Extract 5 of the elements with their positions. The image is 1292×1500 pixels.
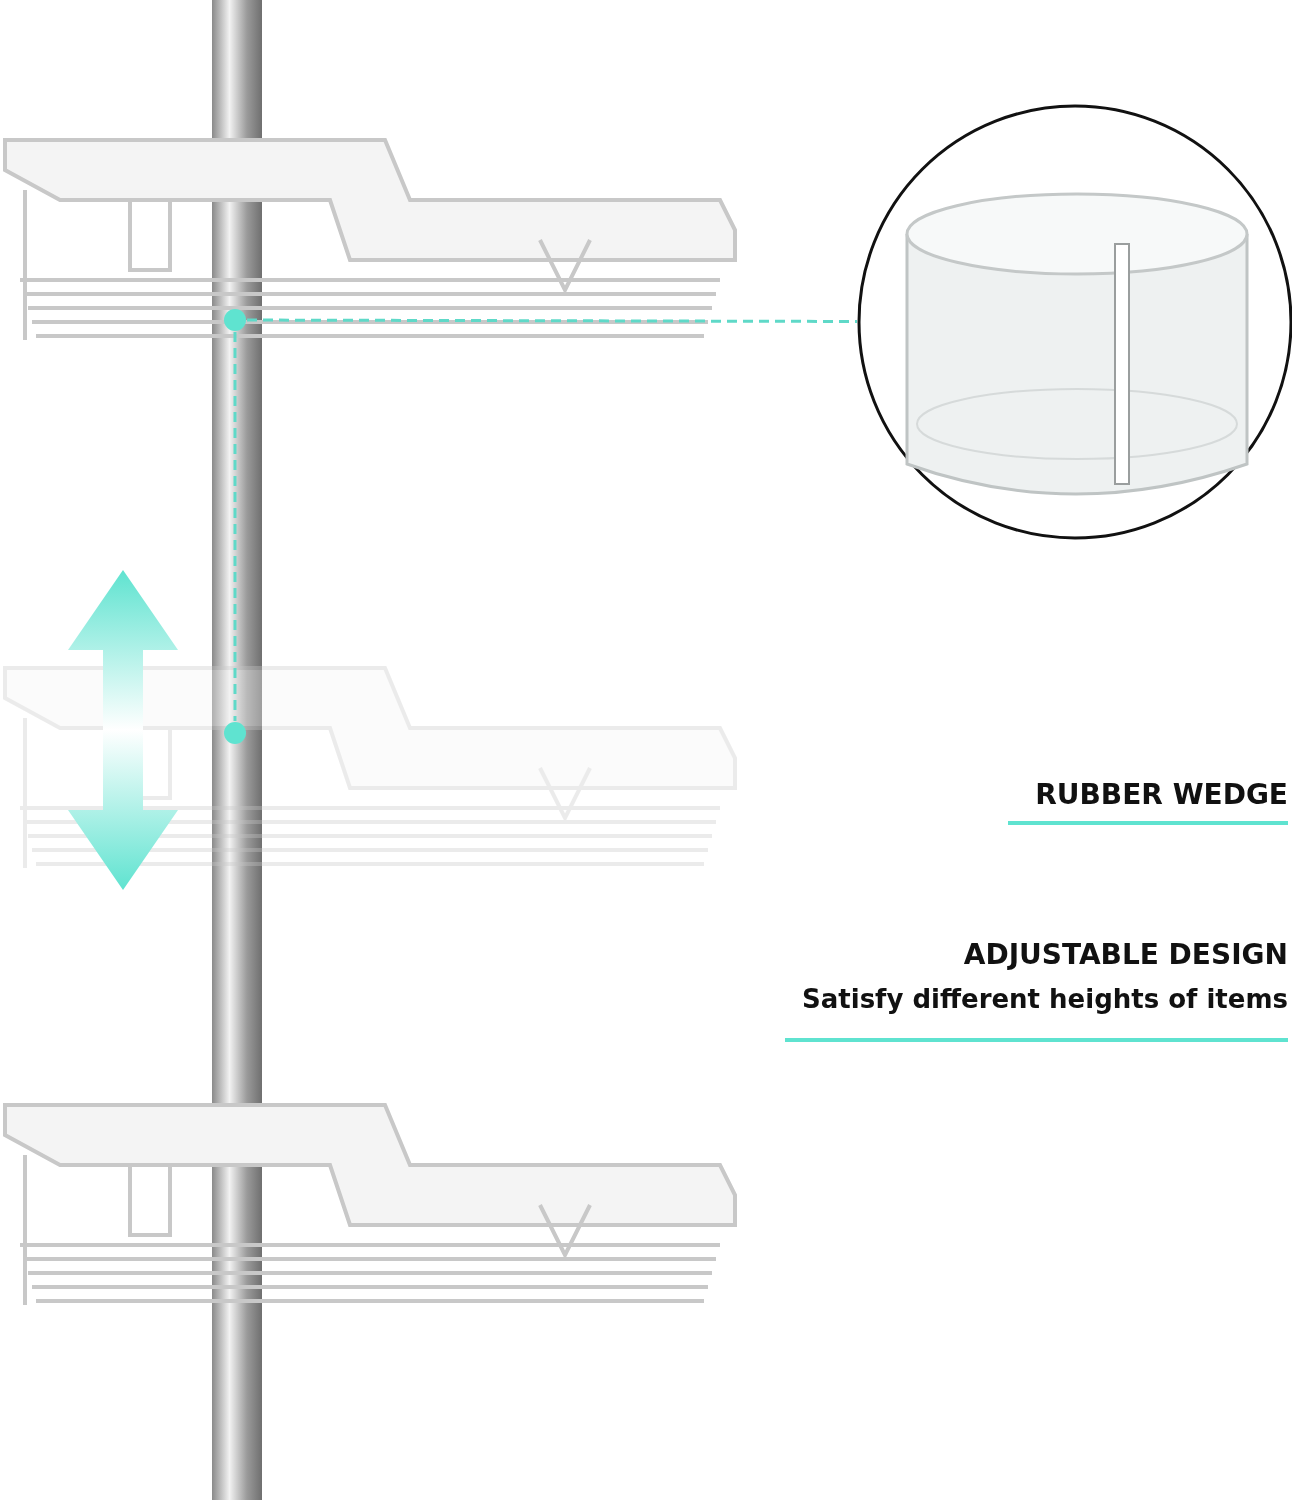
leader-line (247, 318, 857, 323)
feature-heading: RUBBER WEDGE (1035, 778, 1288, 811)
feature-heading: ADJUSTABLE DESIGN (963, 938, 1288, 971)
leader-line (233, 332, 237, 721)
feature-description: Satisfy different heights of items (802, 984, 1288, 1014)
